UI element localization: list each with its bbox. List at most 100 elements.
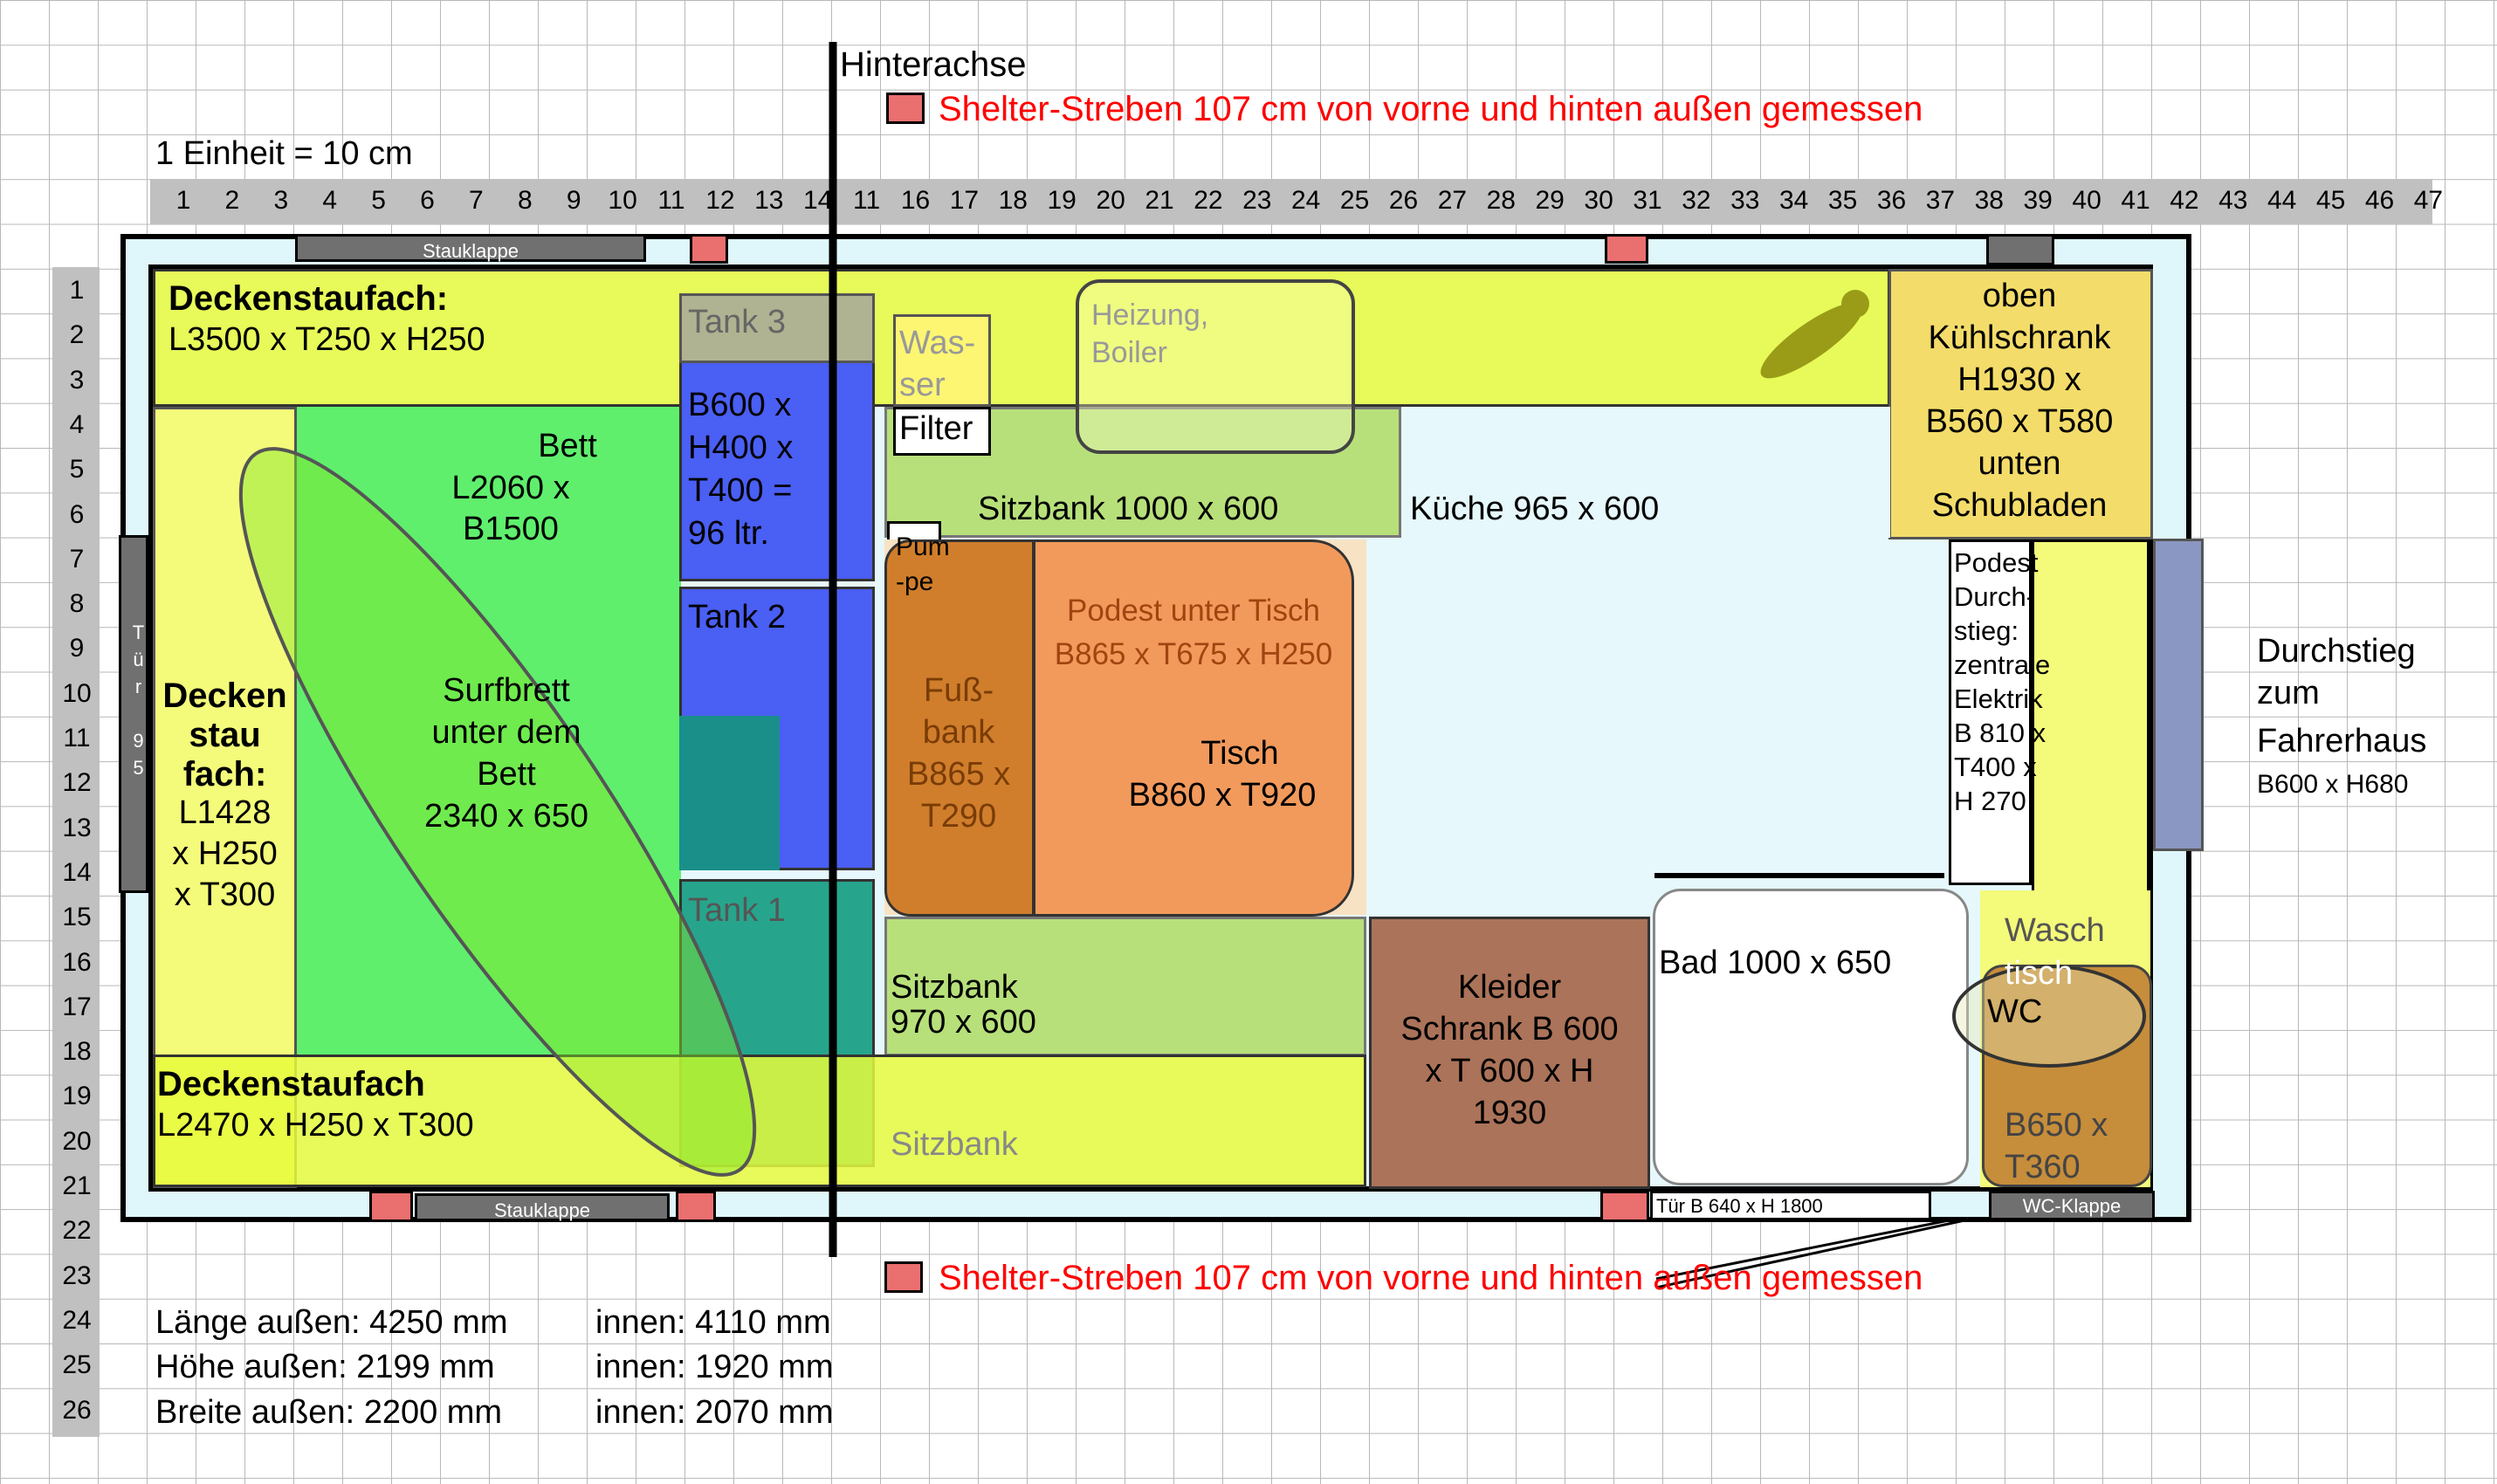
- left-ruler-number: 2: [69, 320, 85, 350]
- left-ruler-number: 5: [69, 455, 85, 484]
- summary-outer: Länge außen: 4250 mm: [155, 1304, 508, 1341]
- wardrobe-label-3: x T 600 x H: [1425, 1053, 1594, 1089]
- strut-legend-top: [886, 93, 925, 124]
- left-storage-title-3: fach:: [182, 755, 267, 794]
- podest-passage-line: stieg:: [1954, 615, 2019, 646]
- left-ruler-number: 4: [69, 409, 85, 439]
- strut-note-top: Shelter-Streben 107 cm von vorne und hin…: [939, 90, 1923, 128]
- passage-label-4: B600 x H680: [2257, 770, 2409, 799]
- door-swing-2: [1655, 1219, 1965, 1289]
- top-ruler-number: 42: [2170, 186, 2199, 215]
- summary-inner: innen: 4110 mm: [595, 1304, 831, 1341]
- left-ruler-number: 23: [62, 1261, 92, 1290]
- fridge-label-1: oben: [1982, 278, 2057, 314]
- top-ruler-number: 20: [1096, 186, 1125, 215]
- top-ruler-number: 26: [1388, 186, 1419, 215]
- top-ruler-number: 3: [273, 186, 289, 215]
- ceiling-storage-top-title: Deckenstaufach:: [169, 279, 449, 318]
- bed-dims: L2060 x: [451, 470, 570, 506]
- bathroom-line: [1654, 873, 1944, 878]
- heater-label-1: Heizung,: [1091, 299, 1209, 332]
- top-ruler-number: 7: [469, 186, 484, 215]
- top-ruler-number: 24: [1291, 186, 1321, 215]
- sink-shape: [1760, 302, 1863, 379]
- foot-bench: [884, 539, 1035, 917]
- tank-3-label: Tank 3: [688, 304, 786, 340]
- top-ruler-number: 36: [1876, 186, 1907, 215]
- left-ruler-number: 7: [69, 544, 85, 574]
- left-ruler-number: 18: [62, 1037, 92, 1067]
- tank-3-dims-1: B600 x: [688, 387, 792, 423]
- top-ruler-number: 14: [803, 186, 833, 215]
- top-ruler-number: 29: [1535, 186, 1565, 215]
- top-ruler-number: 35: [1827, 186, 1858, 215]
- podest-passage-line: B 810 x: [1954, 718, 2046, 748]
- top-ruler-number: 11: [853, 186, 881, 215]
- passage-label-1: Durchstieg: [2257, 633, 2416, 670]
- left-storage-dims-3: x T300: [174, 876, 276, 913]
- door-swing-1: [1655, 1219, 1950, 1281]
- summary-outer: Höhe außen: 2199 mm: [155, 1349, 495, 1386]
- right-door: [2153, 539, 2204, 851]
- table-label-2: B860 x T920: [1128, 777, 1317, 814]
- summary-outer: Breite außen: 2200 mm: [155, 1393, 503, 1431]
- heater-label-2: Boiler: [1091, 336, 1167, 369]
- top-ruler-number: 32: [1682, 186, 1711, 215]
- water-label-1: Was-: [899, 325, 976, 361]
- foot-bench-label-1: Fuß-: [923, 672, 994, 709]
- wc-label: WC: [1987, 993, 2043, 1030]
- filter-box: [893, 407, 991, 456]
- top-ruler: [150, 179, 2432, 224]
- left-ruler-number: 20: [62, 1126, 92, 1156]
- top-ruler-number: 19: [1047, 186, 1077, 215]
- top-ruler-number: 40: [2072, 186, 2101, 215]
- top-ruler-number: 4: [322, 186, 338, 215]
- top-ruler-number: 39: [2023, 186, 2053, 215]
- right-podest: [1949, 539, 2032, 885]
- top-ruler-number: 10: [608, 186, 637, 215]
- filter-label: Filter: [899, 410, 973, 447]
- left-ruler-number: 11: [63, 724, 91, 752]
- wc-ellipse: [1952, 965, 2146, 1068]
- heater-boiler-box: [1076, 279, 1355, 454]
- top-ceiling-storage: [153, 269, 1890, 407]
- left-ruler-number: 12: [62, 768, 92, 798]
- fridge-label-3: H1930 x: [1957, 361, 2081, 398]
- fridge-label-5: unten: [1978, 445, 2061, 482]
- top-ruler-number: 12: [705, 186, 735, 215]
- rear-axle-label: Hinterachse: [840, 45, 1027, 84]
- top-ruler-number: 45: [2315, 186, 2346, 215]
- top-staukappe: [295, 234, 646, 262]
- strut-marker: [676, 1191, 716, 1222]
- left-ruler-number: 15: [62, 903, 92, 932]
- bottom-bench-label: Sitzbank: [891, 1126, 1018, 1163]
- bottom-staukappe: [415, 1193, 670, 1221]
- ceiling-storage-bottom-title: Deckenstaufach: [157, 1065, 425, 1103]
- foot-bench-label-4: T290: [920, 798, 997, 835]
- top-ruler-number: 44: [2267, 186, 2297, 215]
- bathroom: [1653, 889, 1969, 1185]
- left-ruler-number: 19: [62, 1082, 92, 1111]
- top-ruler-number: 11: [657, 186, 685, 215]
- pump-label-2: -pe: [896, 567, 934, 596]
- wardrobe: [1369, 917, 1650, 1189]
- podest-passage-line: T400 x: [1954, 752, 2037, 782]
- surfboard-label-4: 2340 x 650: [423, 798, 589, 835]
- podest-label-2: B865 x T675 x H250: [1054, 637, 1333, 671]
- left-ruler-number: 14: [62, 857, 92, 887]
- left-ruler-number: 22: [62, 1216, 92, 1246]
- top-ruler-number: 28: [1486, 186, 1516, 215]
- strut-marker: [1605, 234, 1648, 264]
- strut-marker: [369, 1191, 413, 1222]
- wardrobe-label-4: 1930: [1472, 1095, 1547, 1131]
- surfboard-label-3: Bett: [477, 756, 536, 793]
- left-ruler-number: 1: [69, 276, 85, 305]
- fridge-label-6: Schubladen: [1931, 487, 2108, 524]
- tank-1-label: Tank 1: [688, 892, 786, 929]
- sink-drain: [1841, 290, 1869, 318]
- top-ruler-number: 46: [2364, 186, 2395, 215]
- foot-bench-label-3: B865 x: [906, 756, 1011, 793]
- left-ruler-number: 17: [62, 992, 92, 1021]
- top-ruler-number: 27: [1437, 186, 1468, 215]
- podest-passage-line: H 270: [1954, 786, 2026, 816]
